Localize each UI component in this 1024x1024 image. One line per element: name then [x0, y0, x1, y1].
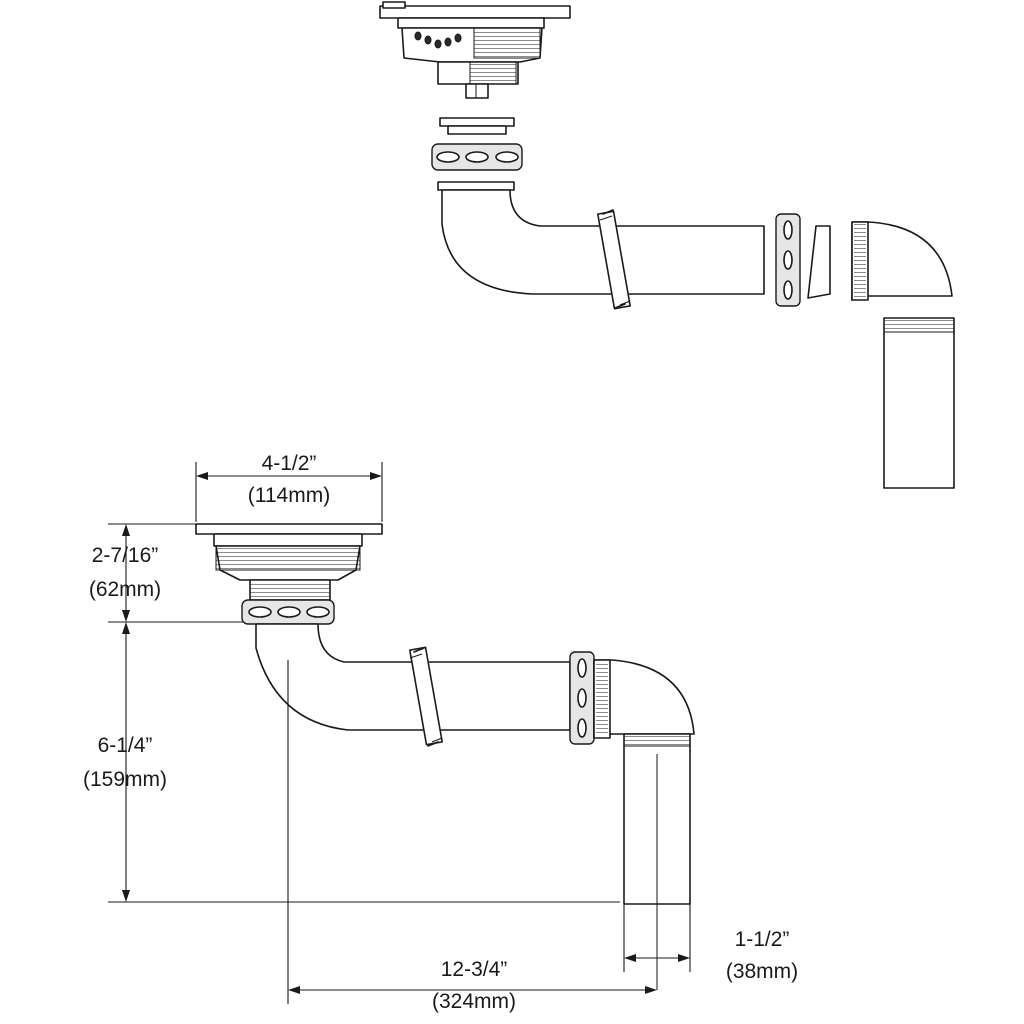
- strainer-width-imperial: 4-1/2”: [262, 452, 317, 475]
- slip-nut-exploded: [431, 143, 523, 171]
- tailpiece-diameter-metric: (38mm): [726, 960, 798, 983]
- basket-strainer-exploded: [379, 1, 571, 99]
- slip-nut-assembled: [241, 599, 335, 625]
- outlet-pipe-exploded: [437, 181, 765, 310]
- tailpiece-assembled: [623, 733, 691, 990]
- elbow-fitting-assembled: [593, 659, 695, 739]
- dimension-lines: [108, 462, 691, 1004]
- exploded-view: [379, 1, 955, 489]
- outlet-pipe-assembled: [255, 623, 571, 747]
- slip-nut-side-assembled: [569, 651, 595, 745]
- strainer-width-metric: (114mm): [248, 484, 330, 507]
- drop-height-imperial: 6-1/4”: [98, 734, 153, 757]
- tailpiece-diameter-imperial: 1-1/2”: [735, 928, 790, 951]
- strainer-height-imperial: 2-7/16”: [92, 544, 159, 567]
- horizontal-run-metric: (324mm): [432, 990, 516, 1013]
- strainer-height-metric: (62mm): [89, 578, 161, 601]
- dimension-labels: 4-1/2” (114mm) 2-7/16” (62mm) 6-1/4” (15…: [83, 452, 798, 1013]
- assembled-view: [195, 523, 695, 990]
- slip-nut-side-exploded: [775, 213, 801, 307]
- tailpiece-exploded: [883, 317, 955, 489]
- washer-exploded: [439, 117, 515, 135]
- elbow-fitting-exploded: [851, 221, 953, 301]
- drop-height-metric: (159mm): [83, 768, 167, 791]
- tapered-washer-exploded: [807, 225, 831, 299]
- basket-strainer-assembled: [195, 523, 383, 601]
- horizontal-run-imperial: 12-3/4”: [441, 958, 508, 981]
